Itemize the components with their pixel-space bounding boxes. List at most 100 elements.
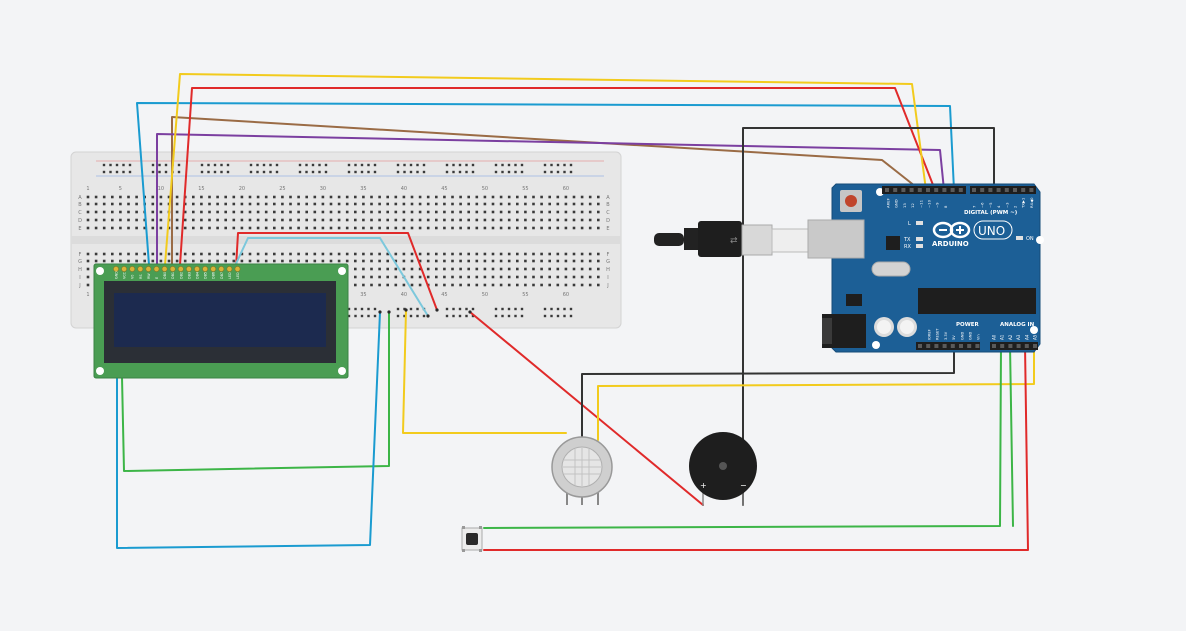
lcd-pin[interactable] [153,266,160,272]
header-pin[interactable] [975,344,980,348]
column-number: 55 [522,186,528,192]
l-label: L [908,221,911,227]
wire-yellow-top[interactable] [164,73,927,266]
header-pin[interactable] [992,344,996,348]
lcd-pin-label: RS [139,274,143,279]
header-pin[interactable] [909,188,914,192]
lcd-pin[interactable] [145,266,152,272]
header-pin[interactable] [893,188,898,192]
header-pin[interactable] [918,344,922,348]
arduino-header-holes [885,188,1037,348]
lcd-pin[interactable] [137,266,144,272]
reset-button[interactable] [845,195,857,207]
analog-header [990,342,1038,350]
wire-red-button[interactable] [483,344,1029,551]
header-pin[interactable] [1000,344,1005,348]
row-letter: I [79,275,80,281]
header-pin[interactable] [885,188,889,192]
wire-black-sensor[interactable] [581,344,955,441]
wire-green-lcd[interactable] [121,311,390,472]
header-pin[interactable] [926,188,930,192]
header-pin[interactable] [934,344,939,348]
wire-red-buzzer[interactable] [469,311,704,506]
buzzer-minus-label: − [740,481,747,490]
header-pin[interactable] [901,188,906,192]
column-number: 40 [401,186,407,192]
wire-red-top[interactable] [179,87,936,266]
lcd-pin[interactable] [194,266,200,272]
header-pin[interactable] [1029,188,1034,192]
header-pin[interactable] [959,344,963,348]
digital-pin-label: ~11 [918,199,923,208]
wire-lightblue-breadboard[interactable] [233,237,429,317]
lcd-pin[interactable] [202,266,208,272]
wire-yellow-sensor[interactable] [402,309,567,434]
header-pin[interactable] [972,188,976,192]
row-letter: H [78,267,82,273]
header-pin[interactable] [988,188,993,192]
piezo-buzzer[interactable]: + − [689,432,757,506]
header-pin[interactable] [1008,344,1013,348]
lcd-pin[interactable] [210,266,217,272]
pushbutton[interactable] [461,526,483,552]
header-pin[interactable] [1033,344,1037,348]
row-letter: G [78,259,82,265]
gas-sensor[interactable] [551,436,613,505]
wire-black-buzzer[interactable] [742,127,995,506]
analog-pin-label: A1 [1000,334,1005,340]
digital-pin-label: ~9 [935,202,940,208]
wire-blue-lcd[interactable] [116,311,381,549]
header-pin[interactable] [926,344,931,348]
lcd-pin[interactable] [185,266,192,272]
column-number: 55 [522,292,528,298]
lcd-pin[interactable] [234,266,241,272]
header-pin[interactable] [950,344,955,348]
lcd-pin[interactable] [113,266,119,272]
column-number: 1 [86,292,89,298]
column-number: 15 [198,186,204,192]
header-pin[interactable] [1024,344,1029,348]
header-pin[interactable] [1004,188,1009,192]
header-pin[interactable] [950,188,955,192]
wire-green-button[interactable] [483,344,1002,529]
lcd-pin[interactable] [121,266,127,272]
lcd-pin[interactable] [129,266,136,272]
wire-green-button-2[interactable] [1009,344,1014,527]
header-pin[interactable] [1013,188,1017,192]
column-number: 5 [119,186,122,192]
arduino-uno[interactable]: ⇄ L TX RX ON [654,183,1044,353]
digital-pin-label: GND [894,199,899,208]
lcd-pin[interactable] [161,266,168,272]
header-pin[interactable] [980,188,985,192]
wire-blue-top[interactable] [136,102,955,266]
lcd-pin[interactable] [226,266,233,272]
wire-red-breadboard[interactable] [235,232,438,311]
digital-header-2 [970,186,1036,194]
row-letter: E [78,226,81,232]
lcd-pin[interactable] [218,266,225,272]
lcd-pin[interactable] [169,266,176,272]
header-pin[interactable] [1021,188,1026,192]
rx-label: RX [904,244,911,250]
lcd-pin-label: DB7 [220,272,224,279]
row-letter: A [606,195,610,201]
row-letter: A [78,195,82,201]
buzzer-plus-label: + [700,481,707,490]
header-pin[interactable] [1016,344,1021,348]
header-pin[interactable] [942,188,947,192]
header-pin[interactable] [996,188,1001,192]
header-pin[interactable] [958,188,963,192]
wire-yellow-arduino[interactable] [597,344,1035,441]
header-pin[interactable] [942,344,947,348]
header-pin[interactable] [934,188,939,192]
wire-purple[interactable] [156,133,945,266]
lcd-pin[interactable] [177,266,184,272]
wire-brown[interactable] [171,116,921,266]
row-letter: C [606,210,610,216]
header-pin[interactable] [917,188,922,192]
header-pin[interactable] [967,344,972,348]
analog-pin-label: A5 [1033,334,1038,340]
column-number: 45 [441,186,447,192]
